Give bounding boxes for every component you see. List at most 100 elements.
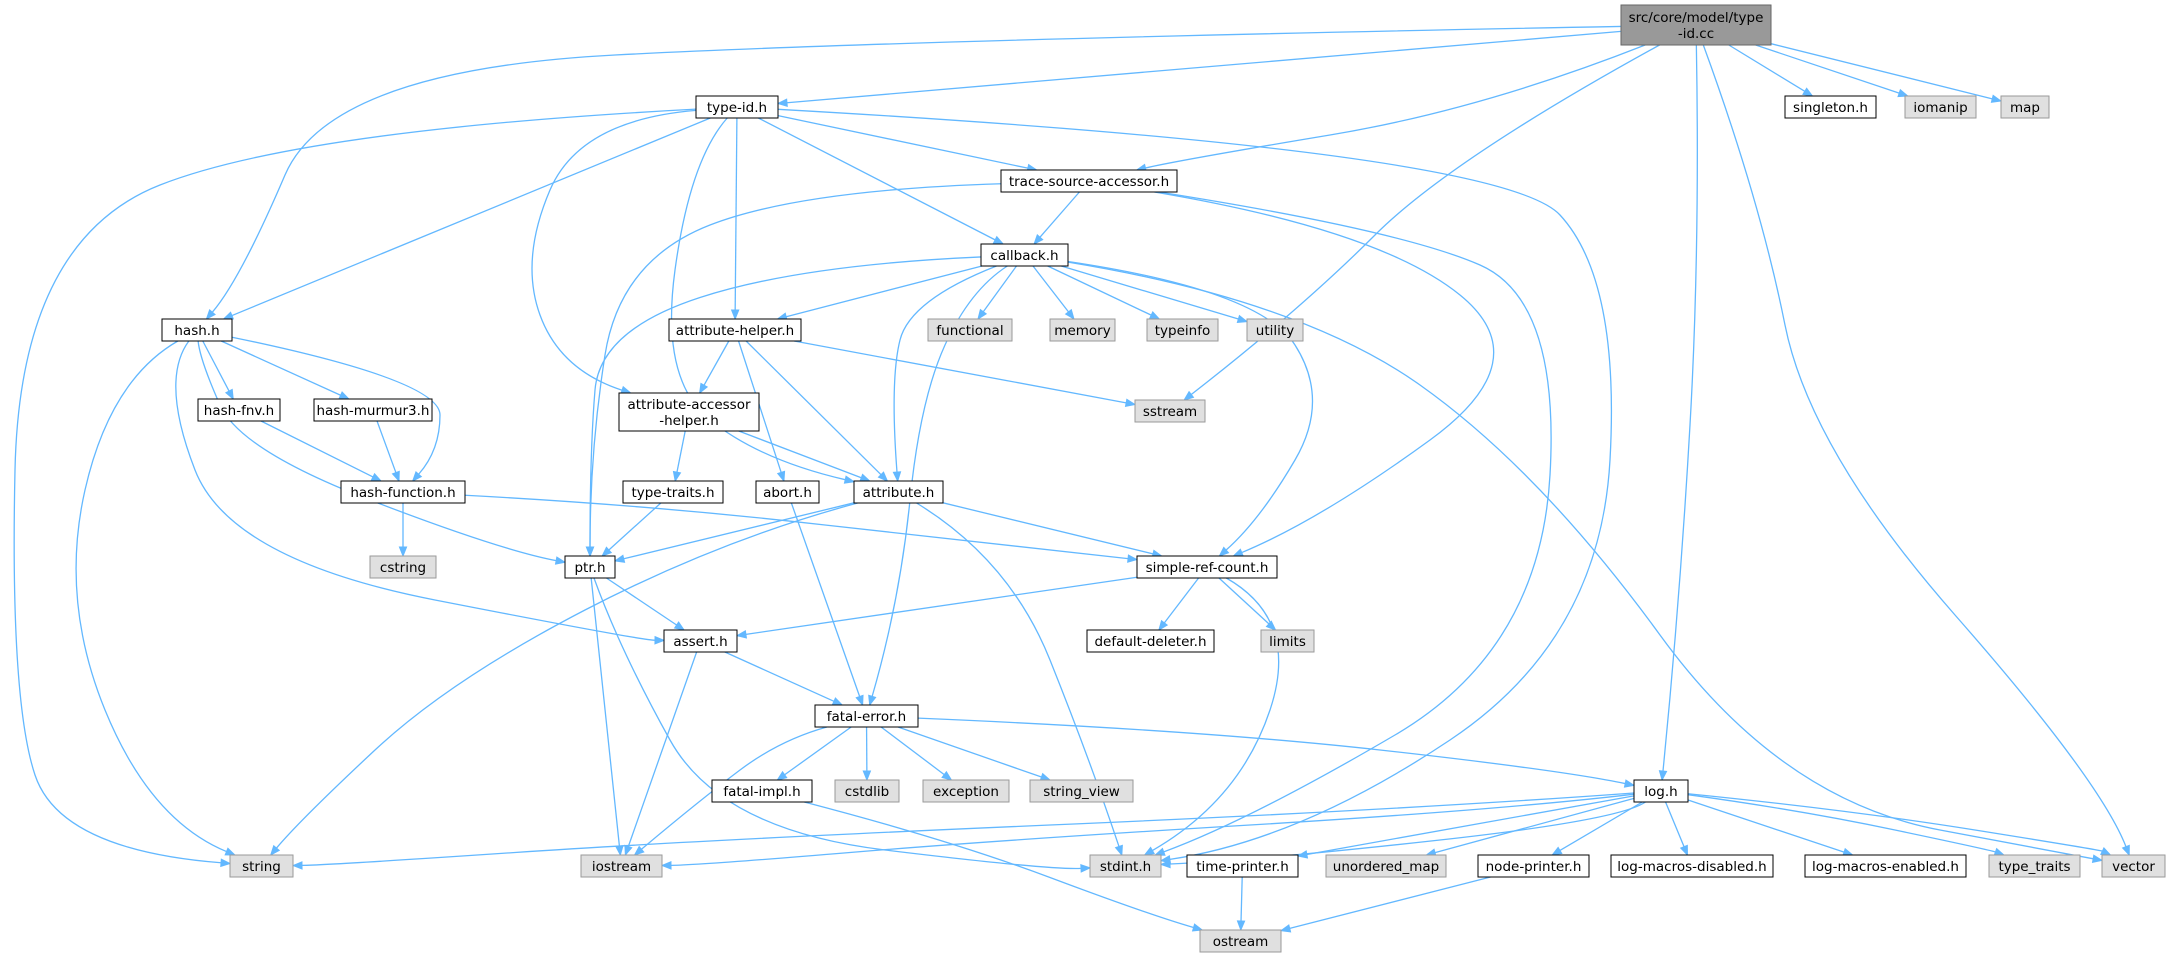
edge-typeid-to-attribute <box>670 117 856 484</box>
edge-line <box>1289 876 1491 930</box>
node-label: node-printer.h <box>1486 859 1582 875</box>
edge-log-to-string <box>291 792 1635 870</box>
arrowhead <box>1802 87 1814 97</box>
node-hash-function-h[interactable]: hash-function.h <box>340 480 466 504</box>
node-string-view: string_view <box>1029 779 1134 803</box>
node-attribute-accessor-helper-h[interactable]: attribute-accessor-helper.h <box>618 392 760 432</box>
node-box <box>1904 95 1977 119</box>
edge-typeid-to-attracc <box>531 109 697 395</box>
node-box <box>618 392 760 432</box>
edge-callback-to-attribute <box>892 265 997 483</box>
node-label: singleton.h <box>1793 100 1868 116</box>
edge-line <box>670 793 1635 867</box>
arrowhead <box>205 308 216 321</box>
node-label: exception <box>933 784 999 800</box>
node-abort-h[interactable]: abort.h <box>755 480 820 504</box>
arrowhead <box>1033 233 1044 246</box>
edge-hashfunc-to-src <box>464 494 1139 563</box>
edge-hash-to-hashfnv <box>202 340 234 401</box>
node-node-printer-h[interactable]: node-printer.h <box>1477 854 1590 878</box>
node-attribute-helper-h[interactable]: attribute-helper.h <box>668 318 802 342</box>
arrowhead <box>1143 846 1155 856</box>
edge-timeprinter-to-ostream <box>1236 876 1246 932</box>
arrowhead <box>291 861 303 870</box>
node-label: memory <box>1054 323 1110 339</box>
edge-hashfunc-to-cstring <box>398 503 408 558</box>
node-label: hash-fnv.h <box>204 403 274 419</box>
edge-line <box>676 430 686 473</box>
edge-line <box>590 577 621 847</box>
edge-log-to-timeprinter <box>1296 795 1635 859</box>
node-box <box>2000 95 2050 119</box>
edge-tsa-to-stdint <box>1154 191 1552 856</box>
node-label: log.h <box>1644 784 1677 800</box>
node-default-deleter-h[interactable]: default-deleter.h <box>1086 629 1215 653</box>
arrowhead <box>1623 779 1636 788</box>
node-assert-h[interactable]: assert.h <box>663 629 738 653</box>
edge-line <box>893 265 997 473</box>
node-label: utility <box>1256 323 1294 339</box>
arrowhead <box>1232 548 1244 557</box>
edge-line <box>1158 191 1552 853</box>
node-label: type-traits.h <box>631 485 714 501</box>
node-hash-murmur3-h[interactable]: hash-murmur3.h <box>313 398 433 422</box>
edge-line <box>531 109 697 391</box>
arrowhead <box>222 311 235 320</box>
node-src-core-model-type-id-cc[interactable]: src/core/model/type-id.cc <box>1620 4 1772 46</box>
edge-assert-to-fatalerror <box>724 651 844 706</box>
edge-callback-to-utility <box>1061 265 1249 324</box>
node-box <box>1136 555 1278 579</box>
node-iomanip: iomanip <box>1904 95 1977 119</box>
arrowhead <box>1080 864 1092 873</box>
arrowhead <box>220 858 232 868</box>
node-log-macros-disabled-h[interactable]: log-macros-disabled.h <box>1610 854 1774 878</box>
node-label: callback.h <box>990 248 1058 264</box>
edge-line <box>758 117 996 241</box>
arrowhead <box>585 546 595 558</box>
arrowhead <box>735 630 748 639</box>
arrowhead <box>1236 920 1246 932</box>
edge-attrhelper-to-attracc <box>698 340 730 395</box>
node-label: vector <box>2112 859 2155 875</box>
edge-log-to-iostream <box>660 793 1635 870</box>
node-log-h[interactable]: log.h <box>1633 779 1689 803</box>
arrowhead <box>855 694 864 707</box>
node-label: iostream <box>592 859 651 875</box>
edge-line <box>737 340 782 473</box>
edge-line <box>880 726 945 776</box>
arrowhead <box>868 694 877 707</box>
node-hash-h[interactable]: hash.h <box>161 318 233 342</box>
node-fatal-impl-h[interactable]: fatal-impl.h <box>711 779 813 803</box>
arrowhead <box>1039 772 1052 781</box>
edge-line <box>464 494 1129 560</box>
edge-ptr-to-iostream <box>590 577 624 857</box>
node-box <box>1260 629 1315 653</box>
edge-attracc-to-typetraitsh <box>672 430 686 483</box>
edge-line <box>738 430 862 479</box>
node-type-traits-h[interactable]: type-traits.h <box>622 480 724 504</box>
node-type-id-h[interactable]: type-id.h <box>695 95 779 119</box>
edge-ptr-to-assert <box>606 577 686 631</box>
edge-line <box>1434 797 1635 854</box>
node-hash-fnv-h[interactable]: hash-fnv.h <box>197 398 281 422</box>
edge-line <box>175 340 656 641</box>
edge-line <box>1664 801 1685 847</box>
edge-attracc-to-attribute <box>738 430 871 482</box>
arrowhead <box>398 546 408 558</box>
node-simple-ref-count-h[interactable]: simple-ref-count.h <box>1136 555 1278 579</box>
node-ptr-h[interactable]: ptr.h <box>564 555 616 579</box>
node-box <box>1246 318 1304 342</box>
node-attribute-h[interactable]: attribute.h <box>853 480 944 504</box>
node-singleton-h[interactable]: singleton.h <box>1784 95 1877 119</box>
node-callback-h[interactable]: callback.h <box>980 243 1069 267</box>
edge-line <box>871 265 1008 697</box>
node-time-printer-h[interactable]: time-printer.h <box>1186 854 1299 878</box>
node-fatal-error-h[interactable]: fatal-error.h <box>814 704 919 728</box>
edge-fatalerror-to-iostream <box>633 726 828 856</box>
node-log-macros-enabled-h[interactable]: log-macros-enabled.h <box>1804 854 1967 878</box>
node-label: ptr.h <box>574 560 605 576</box>
edge-line <box>1770 43 1993 100</box>
node-layer: src/core/model/type-id.cc type-id.h single… <box>161 4 2166 953</box>
node-trace-source-accessor-h[interactable]: trace-source-accessor.h <box>1000 169 1178 193</box>
edge-line <box>376 420 397 473</box>
